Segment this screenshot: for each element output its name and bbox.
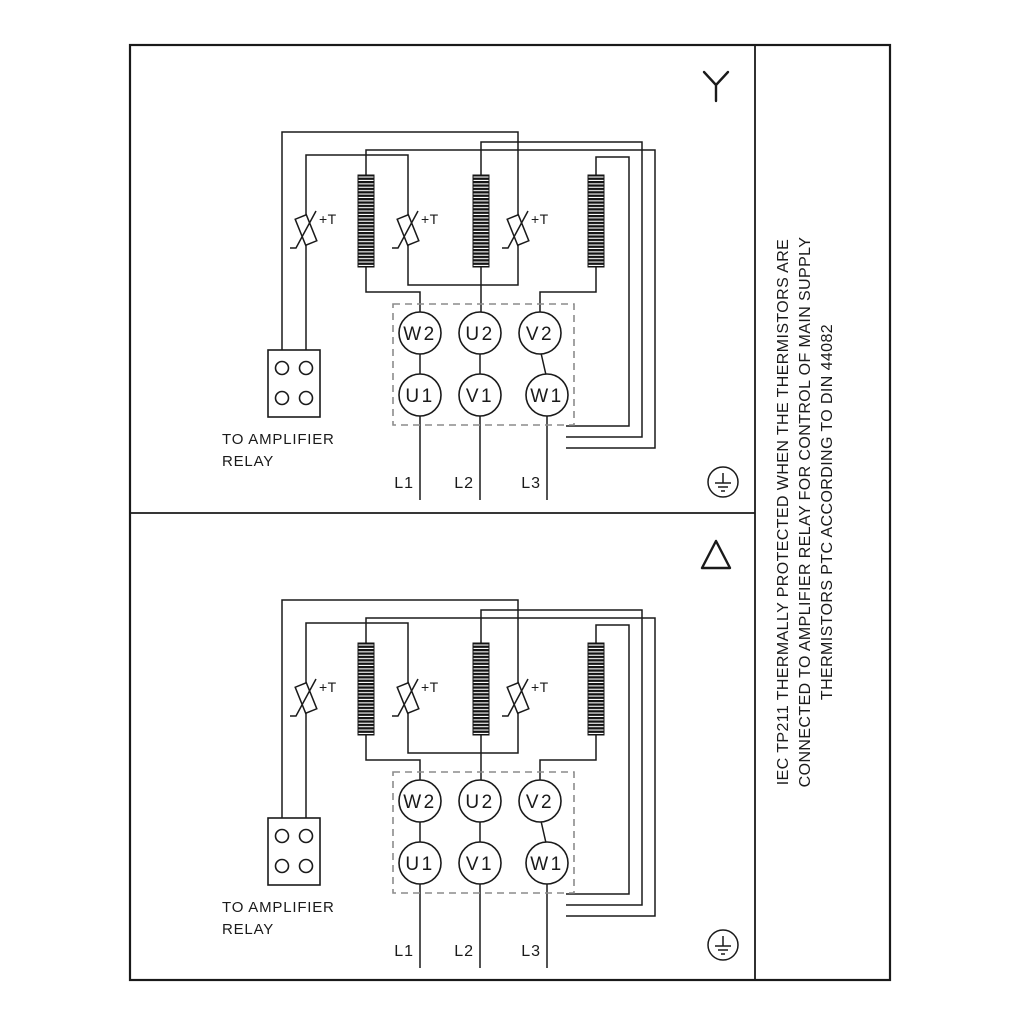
thermistor (392, 203, 420, 257)
relay-caption-line2: RELAY (222, 453, 274, 470)
terminal-label: V2 (526, 324, 554, 345)
terminal-row-links (419, 820, 547, 844)
terminal-u2: U2 (458, 311, 502, 355)
terminal-u2: U2 (458, 779, 502, 823)
winding-loop-outer (365, 149, 656, 449)
thermistor-label: +T (421, 211, 439, 227)
terminal-label: U2 (465, 324, 494, 345)
thermistor-circuit-wire (281, 599, 519, 818)
relay-caption-line1: TO AMPLIFIER (222, 431, 335, 448)
wiring (281, 599, 656, 968)
supply-label-l1: L1 (394, 475, 414, 492)
terminal-v1: V1 (458, 373, 502, 417)
amplifier-relay-box (267, 817, 321, 886)
terminal-label: W1 (530, 386, 564, 407)
terminal-w1: W1 (525, 841, 569, 885)
terminal-label: U1 (405, 854, 434, 875)
thermistor-circuit-wire (281, 131, 519, 350)
terminal-w2: W2 (398, 779, 442, 823)
terminal-v1: V1 (458, 841, 502, 885)
ground-icon (707, 466, 739, 498)
terminal-label: U1 (405, 386, 434, 407)
winding-to-terminal-stubs (365, 267, 597, 312)
winding-loop-outer (365, 617, 656, 917)
relay-terminal (274, 360, 290, 376)
winding-loop-inner (566, 624, 630, 895)
thermistor (502, 203, 530, 257)
terminal-w1: W1 (525, 373, 569, 417)
relay-terminal (298, 390, 314, 406)
motor-winding (587, 642, 605, 736)
terminal-label: V2 (526, 792, 554, 813)
delta-wiring-panel: +T +T +T W2 U2 V2 U1 V1 W1 (222, 539, 739, 968)
relay-terminal (274, 828, 290, 844)
thermistor-label: +T (319, 679, 337, 695)
relay-caption-line2: RELAY (222, 921, 274, 938)
motor-winding (472, 642, 490, 736)
side-note: IEC TP211 THERMALLY PROTECTED WHEN THE T… (775, 237, 836, 788)
winding-loop-middle (480, 141, 643, 438)
relay-terminal (298, 360, 314, 376)
motor-winding (587, 174, 605, 268)
side-note-line-1: IEC TP211 THERMALLY PROTECTED WHEN THE T… (775, 239, 792, 785)
terminal-v2: V2 (518, 779, 562, 823)
thermistor-label: +T (531, 679, 549, 695)
supply-label-l1: L1 (394, 943, 414, 960)
terminal-label: W1 (530, 854, 564, 875)
amplifier-relay-box (267, 349, 321, 418)
supply-wires (419, 884, 548, 968)
relay-terminal (298, 828, 314, 844)
star-wiring-panel: +T +T +T W2 U2 V2 U1 V1 W1 (222, 70, 739, 500)
terminal-u1: U1 (398, 373, 442, 417)
side-note-line-2: CONNECTED TO AMPLIFIER RELAY FOR CONTROL… (797, 237, 814, 788)
thermistor-label: +T (531, 211, 549, 227)
terminal-label: V1 (466, 386, 494, 407)
side-note-line-3: THERMISTORS PTC ACCORDING TO DIN 44082 (819, 324, 836, 700)
relay-terminal (274, 858, 290, 874)
terminal-block-outline (392, 303, 575, 426)
thermistor (392, 671, 420, 725)
winding-loop-middle (480, 609, 643, 906)
thermistor (290, 203, 318, 257)
thermistor (502, 671, 530, 725)
star-icon (702, 70, 730, 103)
motor-winding (472, 174, 490, 268)
relay-caption-line1: TO AMPLIFIER (222, 899, 335, 916)
thermistor-label: +T (421, 679, 439, 695)
ground-icon (707, 929, 739, 961)
delta-icon (700, 539, 732, 570)
winding-to-terminal-stubs (365, 735, 597, 780)
terminal-label: W2 (403, 324, 437, 345)
terminal-w2: W2 (398, 311, 442, 355)
winding-loop-inner (566, 156, 630, 427)
relay-terminal (298, 858, 314, 874)
thermistor-label: +T (319, 211, 337, 227)
terminal-block-outline (392, 771, 575, 894)
relay-terminal (274, 390, 290, 406)
supply-label-l3: L3 (521, 943, 541, 960)
terminal-label: W2 (403, 792, 437, 813)
supply-label-l3: L3 (521, 475, 541, 492)
motor-winding (357, 174, 375, 268)
wiring (281, 131, 656, 500)
terminal-label: V1 (466, 854, 494, 875)
terminal-row-links (419, 352, 547, 376)
motor-winding (357, 642, 375, 736)
supply-wires (419, 416, 548, 500)
thermistor (290, 671, 318, 725)
terminal-v2: V2 (518, 311, 562, 355)
supply-label-l2: L2 (454, 475, 474, 492)
drawing-frame (128, 43, 892, 982)
terminal-u1: U1 (398, 841, 442, 885)
supply-label-l2: L2 (454, 943, 474, 960)
terminal-label: U2 (465, 792, 494, 813)
